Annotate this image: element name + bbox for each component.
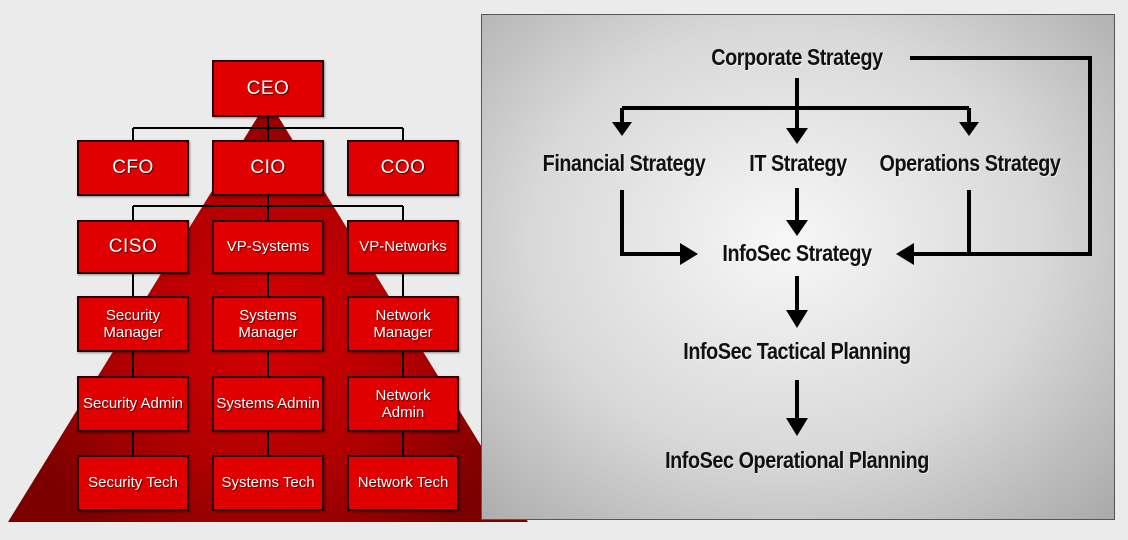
org-node-label: CISO	[108, 236, 158, 258]
org-node-label: Systems Admin	[216, 395, 320, 413]
org-node-label: COO	[380, 157, 426, 179]
org-node-network-admin: Network Admin	[347, 376, 459, 432]
flow-operations-strategy: Operations Strategy	[879, 150, 1061, 176]
org-node-label: Security Tech	[88, 474, 178, 492]
org-node-label: VP-Networks	[359, 238, 447, 256]
org-node-vp-networks: VP-Networks	[347, 220, 459, 274]
org-node-label: VP-Systems	[226, 238, 310, 256]
flow-it-strategy: IT Strategy	[749, 150, 847, 176]
org-node-network-manager: Network Manager	[347, 296, 459, 352]
flow-corporate-strategy: Corporate Strategy	[711, 44, 883, 70]
org-node-label: CEO	[246, 77, 290, 99]
org-node-label: Network Manager	[373, 306, 433, 341]
org-node-security-manager: Security Manager	[77, 296, 189, 352]
org-node-cio: CIO	[212, 140, 324, 196]
org-node-label: CFO	[112, 157, 154, 179]
flow-infosec-strategy: InfoSec Strategy	[722, 240, 872, 266]
flow-financial-strategy: Financial Strategy	[542, 150, 706, 176]
org-node-security-admin: Security Admin	[77, 376, 189, 432]
org-connectors	[132, 117, 404, 455]
org-node-label: Systems Tech	[221, 474, 315, 492]
org-node-label: Network Admin	[375, 386, 431, 421]
org-node-security-tech: Security Tech	[77, 455, 189, 511]
org-node-label: Security Admin	[82, 395, 184, 413]
org-node-ceo: CEO	[212, 60, 324, 117]
org-node-cfo: CFO	[77, 140, 189, 196]
flow-infosec-operational-planning: InfoSec Operational Planning	[665, 447, 929, 473]
org-node-network-tech: Network Tech	[347, 455, 459, 511]
org-node-label: Security Manager	[103, 306, 163, 341]
org-node-coo: COO	[347, 140, 459, 196]
org-node-label: CIO	[250, 157, 286, 179]
planning-flow-panel	[481, 14, 1115, 520]
org-node-systems-tech: Systems Tech	[212, 455, 324, 511]
org-node-ciso: CISO	[77, 220, 189, 274]
org-node-systems-manager: Systems Manager	[212, 296, 324, 352]
org-node-vp-systems: VP-Systems	[212, 220, 324, 274]
org-node-label: Network Tech	[357, 474, 449, 492]
org-node-systems-admin: Systems Admin	[212, 376, 324, 432]
org-node-label: Systems Manager	[238, 306, 298, 341]
flow-infosec-tactical-planning: InfoSec Tactical Planning	[683, 338, 911, 364]
